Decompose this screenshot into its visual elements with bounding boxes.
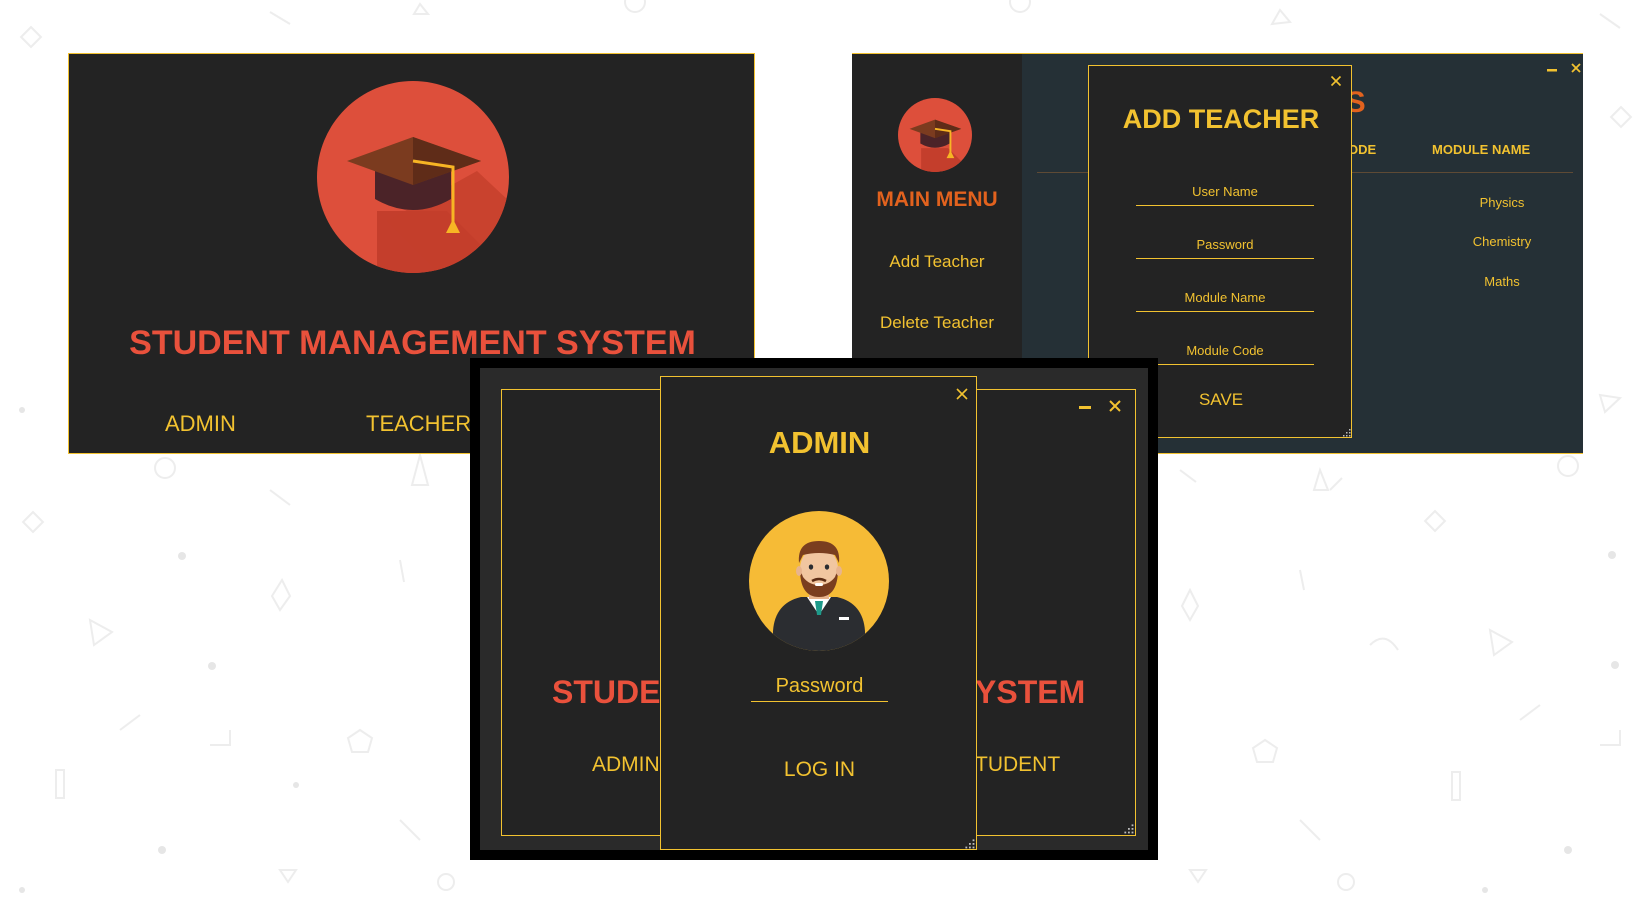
login-button[interactable]: LOG IN xyxy=(783,758,856,781)
password-field[interactable]: Password xyxy=(1136,224,1314,259)
login-window: STUDE YSTEM ADMIN TUDENT ADMIN xyxy=(470,358,1158,860)
background-admin-button[interactable]: ADMIN xyxy=(592,753,660,776)
close-icon[interactable] xyxy=(1570,62,1582,74)
close-icon[interactable] xyxy=(955,387,969,401)
table-row-physics[interactable]: Physics xyxy=(1479,195,1525,210)
user-name-placeholder: User Name xyxy=(1192,184,1258,199)
close-icon[interactable] xyxy=(1330,75,1342,87)
dialog-title: ADMIN xyxy=(768,425,871,460)
sidebar-title: MAIN MENU xyxy=(876,188,998,211)
password-field[interactable]: Password xyxy=(751,667,888,702)
table-row-maths[interactable]: Maths xyxy=(1484,274,1520,289)
resize-grip-icon[interactable] xyxy=(963,837,975,849)
background-title-left: STUDE xyxy=(552,674,661,710)
password-placeholder: Password xyxy=(775,675,864,697)
table-row-chemistry[interactable]: Chemistry xyxy=(1472,234,1532,249)
welcome-title: STUDENT MANAGEMENT SYSTEM xyxy=(129,324,696,362)
minimize-icon[interactable] xyxy=(1078,400,1092,414)
background-title-right: YSTEM xyxy=(975,674,1086,710)
dialog-title: ADD TEACHER xyxy=(1122,104,1320,134)
module-name-placeholder: Module Name xyxy=(1184,290,1266,305)
module-code-field[interactable]: Module Code xyxy=(1136,330,1314,365)
resize-grip-icon[interactable] xyxy=(1341,427,1351,437)
admin-avatar-icon xyxy=(749,511,889,651)
admin-login-dialog: ADMIN Password LOG IN xyxy=(660,376,977,850)
table-header-code: ODE xyxy=(1348,142,1377,157)
add-teacher-dialog: ADD TEACHER SAVE xyxy=(1088,65,1352,438)
module-name-field[interactable]: Module Name xyxy=(1136,277,1314,312)
graduation-cap-logo-icon xyxy=(898,98,972,172)
table-header-module-name: MODULE NAME xyxy=(1432,142,1531,157)
sidebar-item-add-teacher[interactable]: Add Teacher xyxy=(889,252,985,271)
welcome-teacher-button[interactable]: TEACHER xyxy=(366,411,472,436)
module-code-placeholder: Module Code xyxy=(1186,343,1264,358)
close-icon[interactable] xyxy=(1108,399,1122,413)
graduation-cap-logo-icon xyxy=(317,81,509,273)
sidebar-item-delete-teacher[interactable]: Delete Teacher xyxy=(879,313,995,332)
resize-grip-icon[interactable] xyxy=(1122,822,1134,834)
background-student-button[interactable]: TUDENT xyxy=(975,753,1061,776)
password-placeholder: Password xyxy=(1196,237,1254,252)
user-name-field[interactable]: User Name xyxy=(1136,171,1314,206)
welcome-admin-button[interactable]: ADMIN xyxy=(165,411,236,436)
minimize-icon[interactable] xyxy=(1546,64,1558,76)
save-button[interactable]: SAVE xyxy=(1198,390,1244,409)
